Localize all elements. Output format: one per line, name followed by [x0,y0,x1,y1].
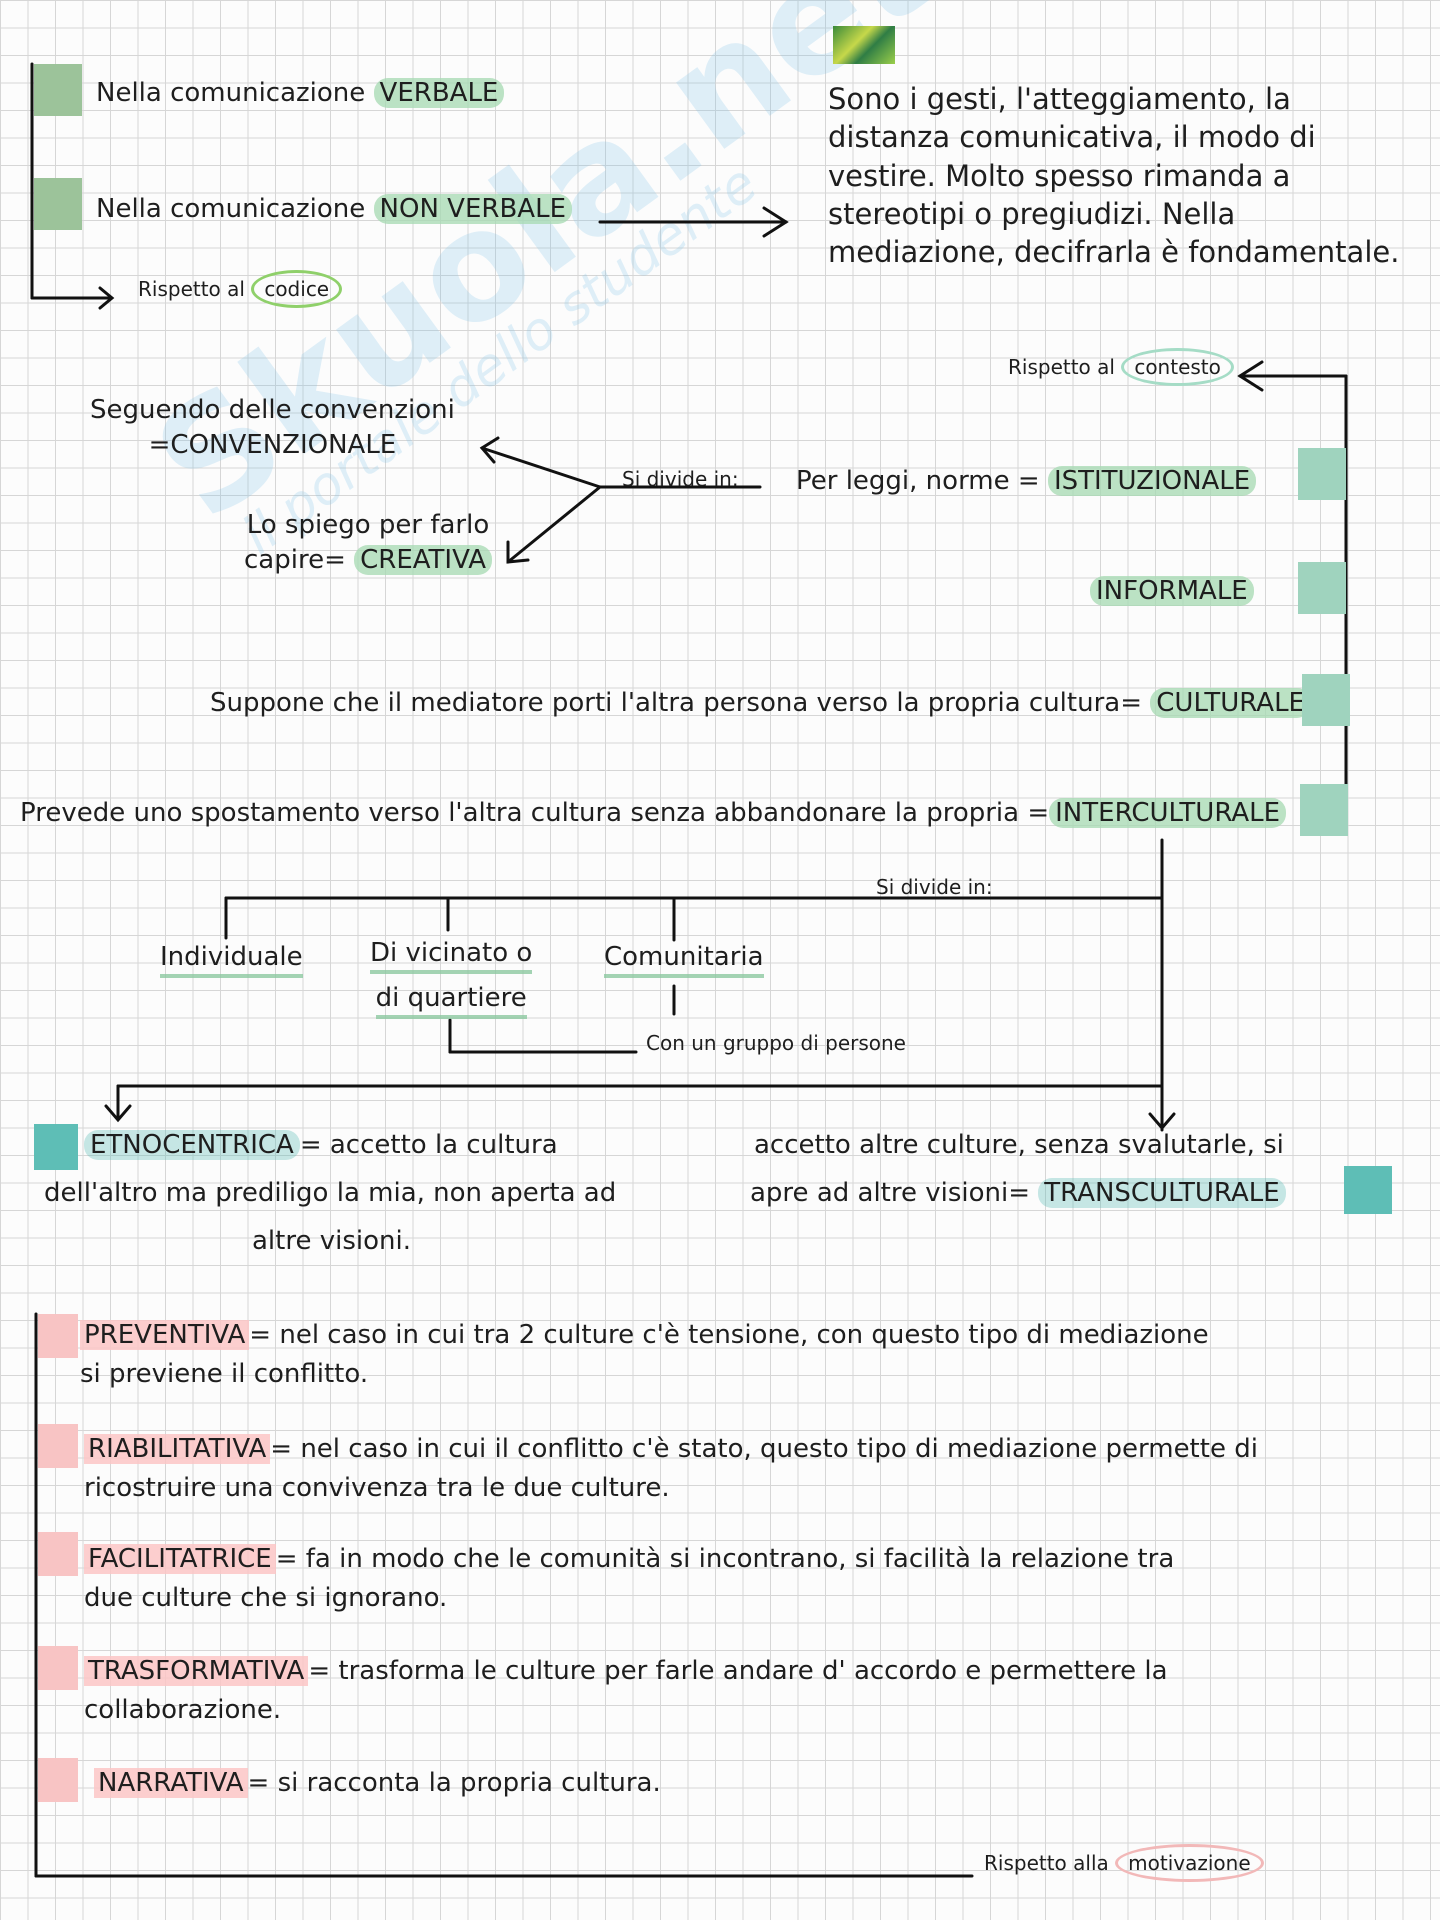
riabilitativa-term: RIABILITATIVA [84,1434,270,1464]
nonverbale-term: NON VERBALE [374,194,572,224]
creativa-block: Lo spiego per farlo capire= CREATIVA [244,508,492,578]
marker-istituzionale [1298,448,1346,500]
motivazione-word: motivazione [1115,1844,1263,1882]
nonverbale-description: Sono i gesti, l'atteggiamento, la distan… [828,80,1399,271]
narrativa-item: NARRATIVA= si racconta la propria cultur… [94,1766,661,1801]
marker-verbale [34,64,82,116]
riabilitativa-item: RIABILITATIVA= nel caso in cui il confli… [84,1430,1258,1508]
marker-trasformativa [38,1646,78,1690]
transculturale-line2: apre ad altre visioni= TRANSCULTURALE [750,1176,1286,1211]
istituzionale-term: ISTITUZIONALE [1048,466,1256,496]
interculturale-term: INTERCULTURALE [1049,798,1286,828]
contesto-word: contesto [1121,348,1234,386]
trasformativa-item: TRASFORMATIVA= trasforma le culture per … [84,1652,1168,1730]
nonverbale-row: Nella comunicazione NON VERBALE [96,192,572,227]
comunitaria-label: Comunitaria [604,940,764,975]
marker-informale [1298,562,1346,614]
istituzionale-row: Per leggi, norme = ISTITUZIONALE [796,464,1256,499]
marker-etnocentrica [34,1124,78,1170]
individuale-label: Individuale [160,940,303,975]
gruppo-label: Con un gruppo di persone [646,1030,906,1057]
codice-label: Rispetto al codice [138,276,342,303]
verbale-term: VERBALE [374,78,505,108]
transculturale-line1: accetto altre culture, senza svalutarle,… [754,1128,1284,1163]
si-divide-label-contesto: Si divide in: [622,466,739,493]
marker-culturale [1302,674,1350,726]
facilitatrice-term: FACILITATRICE [84,1544,276,1574]
marker-riabilitativa [38,1424,78,1468]
etnocentrica-line1: ETNOCENTRICA= accetto la cultura [84,1128,558,1163]
marker-transculturale [1344,1166,1392,1214]
narrativa-term: NARRATIVA [94,1768,248,1798]
culturale-term: CULTURALE [1150,688,1311,718]
marker-facilitatrice [38,1532,78,1576]
etnocentrica-term: ETNOCENTRICA [84,1130,300,1160]
contesto-label: Rispetto al contesto [1008,354,1234,381]
preventiva-term: PREVENTIVA [80,1320,249,1350]
interculturale-row: Prevede uno spostamento verso l'altra cu… [20,796,1286,831]
etnocentrica-line2: dell'altro ma prediligo la mia, non aper… [44,1176,616,1211]
facilitatrice-item: FACILITATRICE= fa in modo che le comunit… [84,1540,1174,1618]
creativa-term: CREATIVA [354,545,492,575]
codice-word: codice [251,270,342,308]
preventiva-item: PREVENTIVA= nel caso in cui tra 2 cultur… [80,1316,1209,1394]
informale-term: INFORMALE [1090,576,1254,606]
vicinato-label: Di vicinato o di quartiere [370,936,532,1016]
culturale-row: Suppone che il mediatore porti l'altra p… [210,686,1311,721]
marker-narrativa [38,1758,78,1802]
transculturale-term: TRANSCULTURALE [1038,1178,1285,1208]
trasformativa-term: TRASFORMATIVA [84,1656,308,1686]
marker-nonverbale [34,178,82,230]
convenzionale-block: Seguendo delle convenzioni =CONVENZIONAL… [90,393,455,463]
marker-preventiva [38,1314,78,1358]
informale-row: INFORMALE [1090,574,1254,609]
si-divide-label-intercultura: Si divide in: [876,874,993,901]
motivazione-label: Rispetto alla motivazione [984,1850,1264,1877]
marker-interculturale [1300,784,1348,836]
verbale-row: Nella comunicazione VERBALE [96,76,504,111]
etnocentrica-line3: altre visioni. [252,1224,411,1259]
